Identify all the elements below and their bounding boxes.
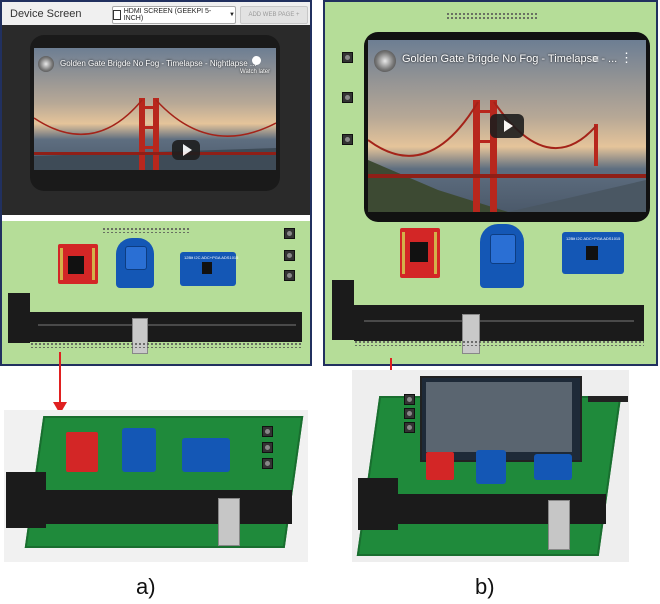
adc-board-label: 12Bit I2C ADC+PGA ADS1015 <box>566 236 621 241</box>
chevron-down-icon: ▼ <box>229 12 235 18</box>
push-button-1[interactable] <box>284 228 295 239</box>
header-pins <box>446 12 538 20</box>
slider-end-block <box>8 293 30 343</box>
device-screen-toolbar: Device Screen HDMI SCREEN (GEEKPI 5-INCH… <box>2 2 310 27</box>
add-web-page-button[interactable]: ADD WEB PAGE + <box>240 6 308 24</box>
photo-a-physical-board <box>4 410 308 562</box>
push-button-3[interactable] <box>342 134 353 145</box>
channel-avatar-icon[interactable] <box>38 56 54 72</box>
adc-board-label: 12Bit I2C ADC+PGA ADS1015 <box>184 255 239 260</box>
queue-icon[interactable]: ≡ <box>592 52 600 66</box>
motor-driver-board[interactable] <box>58 244 98 284</box>
slider-track <box>38 324 296 326</box>
touch-sensor-board[interactable] <box>116 238 154 288</box>
screen-select-dropdown[interactable]: HDMI SCREEN (GEEKPI 5-INCH) ▼ <box>112 6 236 24</box>
label-a: a) <box>136 574 156 599</box>
watch-later-label[interactable]: Watch later <box>240 69 271 75</box>
photo-b-physical-board <box>352 370 629 562</box>
adc-board[interactable]: 12Bit I2C ADC+PGA ADS1015 <box>562 232 624 274</box>
slider-knob[interactable] <box>462 314 480 354</box>
slide-potentiometer[interactable] <box>354 305 644 341</box>
golden-gate-bridge-image <box>368 100 646 212</box>
push-button-1[interactable] <box>342 52 353 63</box>
push-button-2[interactable] <box>284 250 295 261</box>
device-screen-title: Device Screen <box>10 8 82 20</box>
screen-select-value: HDMI SCREEN (GEEKPI 5-INCH) <box>123 8 212 22</box>
video-title[interactable]: Golden Gate Brigde No Fog - Timelapse - … <box>60 59 257 68</box>
push-button-3[interactable] <box>284 270 295 281</box>
video-player[interactable]: Golden Gate Brigde No Fog - Timelapse - … <box>34 48 276 170</box>
push-button-2[interactable] <box>342 92 353 103</box>
slider-track <box>364 320 634 322</box>
touch-sensor-board[interactable] <box>480 224 524 288</box>
slide-potentiometer[interactable] <box>30 312 302 342</box>
screen-divider <box>2 215 310 221</box>
play-icon[interactable] <box>490 114 524 138</box>
slider-pins <box>30 342 302 348</box>
more-icon[interactable]: ⋮ <box>620 50 633 65</box>
video-player[interactable]: Golden Gate Brigde No Fog - Timelapse - … <box>368 40 646 212</box>
play-icon[interactable] <box>172 140 200 160</box>
video-title[interactable]: Golden Gate Brigde No Fog - Timelapse - … <box>402 53 618 65</box>
slider-pins <box>354 340 644 346</box>
slider-knob[interactable] <box>132 318 148 354</box>
golden-gate-bridge-image <box>34 98 276 170</box>
header-pins <box>102 227 190 233</box>
clock-icon[interactable] <box>252 56 261 65</box>
arrow-a <box>59 352 61 402</box>
screen-icon <box>113 10 121 20</box>
adc-board[interactable]: 12Bit I2C ADC+PGA ADS1015 <box>180 252 239 286</box>
slider-end-block <box>332 280 354 340</box>
label-b: b) <box>475 574 495 599</box>
motor-driver-board[interactable] <box>400 228 440 278</box>
channel-avatar-icon[interactable] <box>374 50 396 72</box>
